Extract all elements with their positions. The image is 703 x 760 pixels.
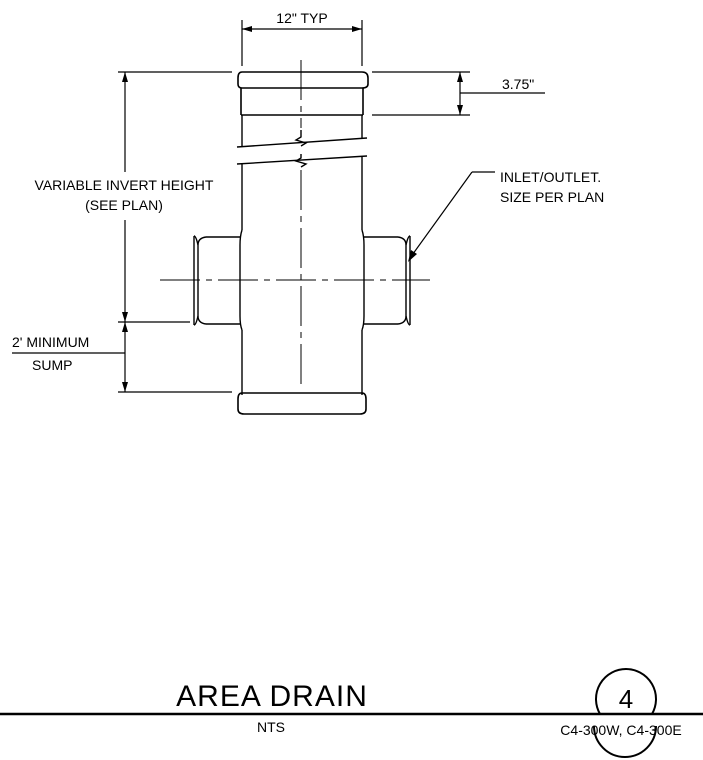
invert-height-label-line2: (SEE PLAN) [85, 197, 163, 213]
rim-dimension-label: 3.75" [502, 76, 534, 92]
inlet-outlet-label-line1: INLET/OUTLET. [500, 169, 601, 185]
detail-sheet-references: C4-300W, C4-300E [560, 722, 681, 738]
invert-height-dimension [118, 71, 232, 393]
sump-label-line2: SUMP [32, 357, 72, 373]
top-rim [237, 71, 369, 116]
detail-bubble [595, 668, 657, 715]
detail-scale: NTS [257, 719, 285, 735]
detail-number: 4 [619, 684, 633, 714]
sump-label-line1: 2' MINIMUM [12, 334, 89, 350]
rim-dimension [372, 71, 545, 116]
invert-height-label-line1: VARIABLE INVERT HEIGHT [35, 177, 214, 193]
width-dimension-label: 12" TYP [276, 10, 327, 26]
detail-bubble-bottom-arc [593, 725, 657, 758]
centerlines [160, 60, 430, 388]
bottom-cap [237, 392, 367, 415]
pipe-break-lines [236, 130, 368, 168]
inlet-outlet-leader [408, 171, 495, 262]
detail-title: AREA DRAIN [176, 680, 368, 713]
width-dimension [241, 20, 363, 66]
inlet-outlet-label-line2: SIZE PER PLAN [500, 189, 604, 205]
